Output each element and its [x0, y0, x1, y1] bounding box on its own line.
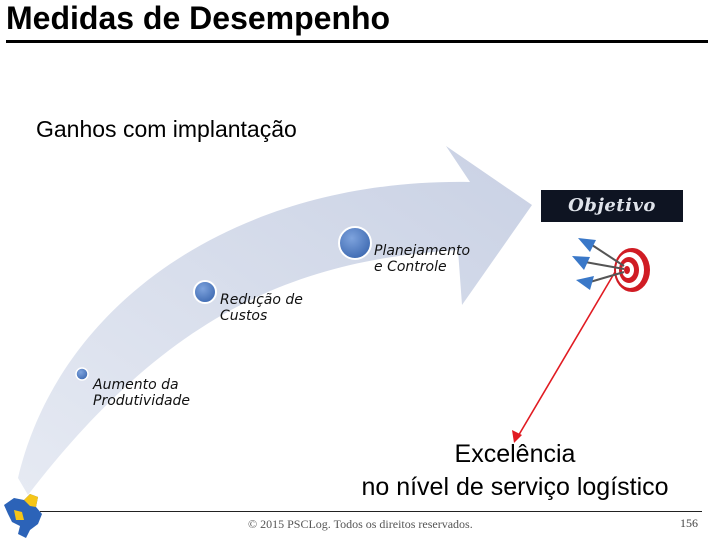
slide-title: Medidas de Desempenho: [6, 0, 391, 36]
step-dot-custos: [193, 280, 217, 304]
objective-badge: Objetivo: [541, 190, 683, 222]
page-number: 156: [680, 516, 698, 530]
step-label-line: e Controle: [374, 259, 447, 275]
goal-line-1: Excelência: [454, 440, 576, 468]
step-label-line: Planejamento: [374, 243, 471, 259]
footer-divider: [40, 511, 702, 512]
step-dot-produtividade: [75, 367, 89, 381]
title-underline: [6, 40, 708, 43]
step-label-line: Aumento da: [93, 377, 179, 393]
step-label-planejamento: Planejamento e Controle: [374, 243, 470, 275]
step-label-line: Redução de: [220, 292, 303, 308]
copyright-text: © 2015 PSCLog. Todos os direitos reserva…: [248, 517, 473, 531]
pointer-arrowhead: [512, 430, 522, 443]
step-dot-planejamento: [338, 226, 372, 260]
step-label-custos: Redução de Custos: [220, 292, 303, 324]
dart-target-icon: [572, 238, 650, 292]
slide-subtitle: Ganhos com implantação: [36, 116, 297, 142]
goal-text: Excelência no nível de serviço logístico: [300, 438, 720, 504]
growth-arrow: [18, 146, 532, 495]
step-label-produtividade: Aumento da Produtividade: [93, 377, 190, 409]
pointer-line: [516, 271, 616, 439]
step-label-line: Custos: [220, 308, 268, 324]
step-label-line: Produtividade: [93, 393, 191, 409]
goal-line-2: no nível de serviço logístico: [361, 473, 669, 501]
brazil-map-icon: [4, 494, 42, 538]
